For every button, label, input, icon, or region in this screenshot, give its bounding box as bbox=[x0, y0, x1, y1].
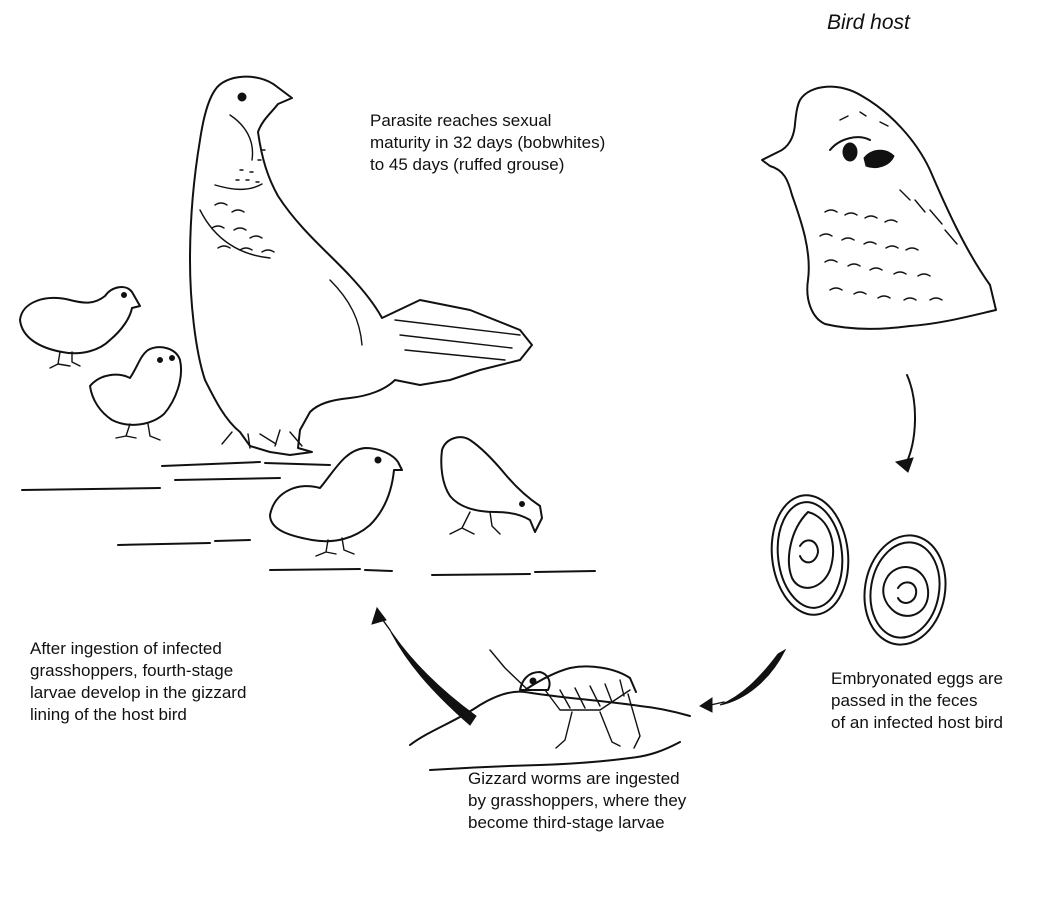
caption-line: Embryonated eggs are bbox=[831, 668, 1003, 690]
caption-line: passed in the feces bbox=[831, 690, 1003, 712]
caption-line: by grasshoppers, where they bbox=[468, 790, 686, 812]
grouse-head-drawing bbox=[762, 87, 996, 329]
chick-2-drawing bbox=[90, 347, 181, 440]
caption-line: After ingestion of infected bbox=[30, 638, 246, 660]
embryonated-eggs-drawing bbox=[766, 491, 954, 651]
caption-line: to 45 days (ruffed grouse) bbox=[370, 154, 605, 176]
caption-line: Gizzard worms are ingested bbox=[468, 768, 686, 790]
caption-line: of an infected host bird bbox=[831, 712, 1003, 734]
chick-4-drawing bbox=[441, 437, 542, 534]
caption-sexual-maturity: Parasite reaches sexual maturity in 32 d… bbox=[370, 110, 605, 176]
caption-ingestion-by-bird: After ingestion of infected grasshoppers… bbox=[30, 638, 246, 726]
caption-line: maturity in 32 days (bobwhites) bbox=[370, 132, 605, 154]
grasshopper-drawing bbox=[410, 650, 690, 770]
caption-line: larvae develop in the gizzard bbox=[30, 682, 246, 704]
caption-eggs-passed: Embryonated eggs are passed in the feces… bbox=[831, 668, 1003, 734]
caption-line: Parasite reaches sexual bbox=[370, 110, 605, 132]
caption-line: lining of the host bird bbox=[30, 704, 246, 726]
chick-1-drawing bbox=[20, 287, 140, 368]
caption-line: become third-stage larvae bbox=[468, 812, 686, 834]
caption-line: grasshoppers, fourth-stage bbox=[30, 660, 246, 682]
diagram-title: Bird host bbox=[827, 11, 910, 35]
caption-grasshopper-stage: Gizzard worms are ingested by grasshoppe… bbox=[468, 768, 686, 834]
